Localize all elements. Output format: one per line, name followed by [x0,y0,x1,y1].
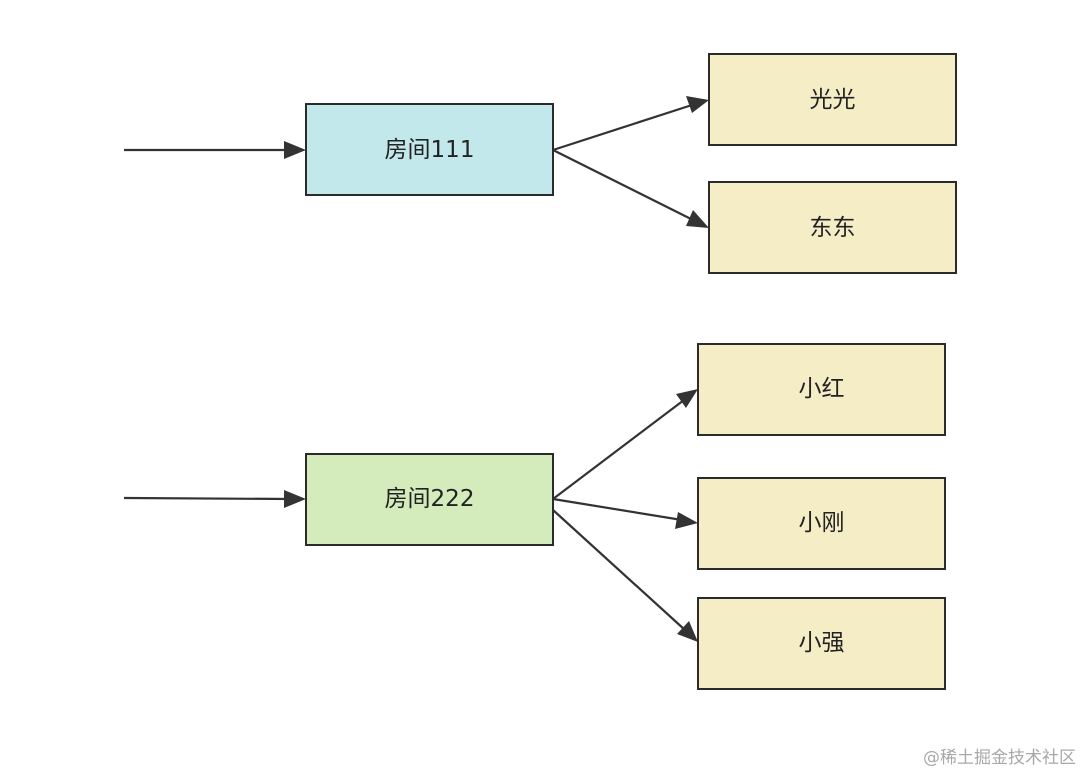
room-node-111: 房间111 [305,103,554,196]
edge-room-222-member-1 [552,497,698,529]
member-label: 小强 [799,630,845,656]
room-node-222: 房间222 [305,453,554,546]
watermark-text: @稀土掘金技术社区 [923,748,1076,768]
member-node: 小强 [697,597,946,690]
incoming-arrow-room-111 [124,141,306,159]
edge-room-222-member-2 [552,509,698,642]
member-label: 小红 [799,376,845,402]
member-node: 小红 [697,343,946,436]
room-label-111: 房间111 [385,137,475,163]
edge-room-222-member-0 [552,389,698,500]
room-label-222: 房间222 [385,486,475,512]
member-label: 光光 [810,87,856,113]
member-node: 小刚 [697,477,946,570]
incoming-arrow-room-222 [123,490,306,508]
member-label: 东东 [810,215,856,241]
edge-room-111-member-0 [552,96,709,152]
member-node: 东东 [708,181,957,274]
member-label: 小刚 [799,510,845,536]
edge-room-111-member-1 [552,149,709,228]
member-node: 光光 [708,53,957,146]
